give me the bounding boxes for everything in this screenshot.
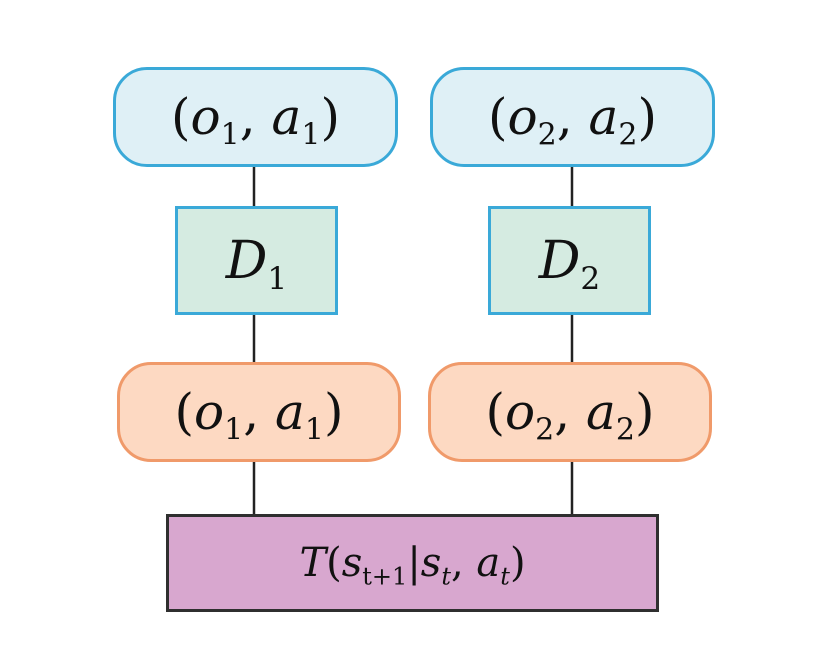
- transition-function: T(st+1|st, at): [166, 514, 659, 612]
- transition-next-sub: t+1: [362, 562, 408, 591]
- top-obs-2-symbol: o: [507, 88, 538, 146]
- transition-cur-state-symbol: s: [420, 540, 442, 586]
- decoder-2: D2: [488, 206, 651, 315]
- top-act-1-sub: 1: [301, 117, 321, 153]
- top-obs-action-2: (o2, a2): [430, 67, 715, 167]
- transition-action-symbol: a: [476, 540, 501, 586]
- mid-act-1-sub: 1: [304, 412, 324, 448]
- top-obs-1-sub: 1: [220, 117, 240, 153]
- mid-act-2-symbol: a: [586, 383, 616, 441]
- mid-obs-2-sub: 2: [535, 412, 555, 448]
- mid-obs-action-2: (o2, a2): [428, 362, 712, 462]
- mid-obs-1-symbol: o: [194, 383, 225, 441]
- mid-act-1-symbol: a: [275, 383, 305, 441]
- top-obs-2-sub: 2: [537, 117, 557, 153]
- mid-obs-1-sub: 1: [224, 412, 244, 448]
- transition-next-state-symbol: s: [341, 540, 363, 586]
- transition-cur-sub: t: [441, 562, 451, 591]
- decoder-2-sub: 2: [580, 260, 601, 297]
- mid-obs-action-1: (o1, a1): [117, 362, 401, 462]
- decoder-2-symbol: D: [538, 230, 581, 291]
- top-act-1-symbol: a: [271, 88, 302, 146]
- decoder-1: D1: [175, 206, 338, 315]
- decoder-1-sub: 1: [267, 260, 288, 297]
- decoder-1-symbol: D: [225, 230, 268, 291]
- transition-func-symbol: T: [299, 540, 327, 586]
- top-act-2-sub: 2: [618, 117, 638, 153]
- top-obs-1-symbol: o: [190, 88, 221, 146]
- mid-obs-2-symbol: o: [505, 383, 536, 441]
- mid-act-2-sub: 2: [615, 412, 635, 448]
- transition-action-sub: t: [500, 562, 510, 591]
- top-obs-action-1: (o1, a1): [113, 67, 398, 167]
- top-act-2-symbol: a: [588, 88, 619, 146]
